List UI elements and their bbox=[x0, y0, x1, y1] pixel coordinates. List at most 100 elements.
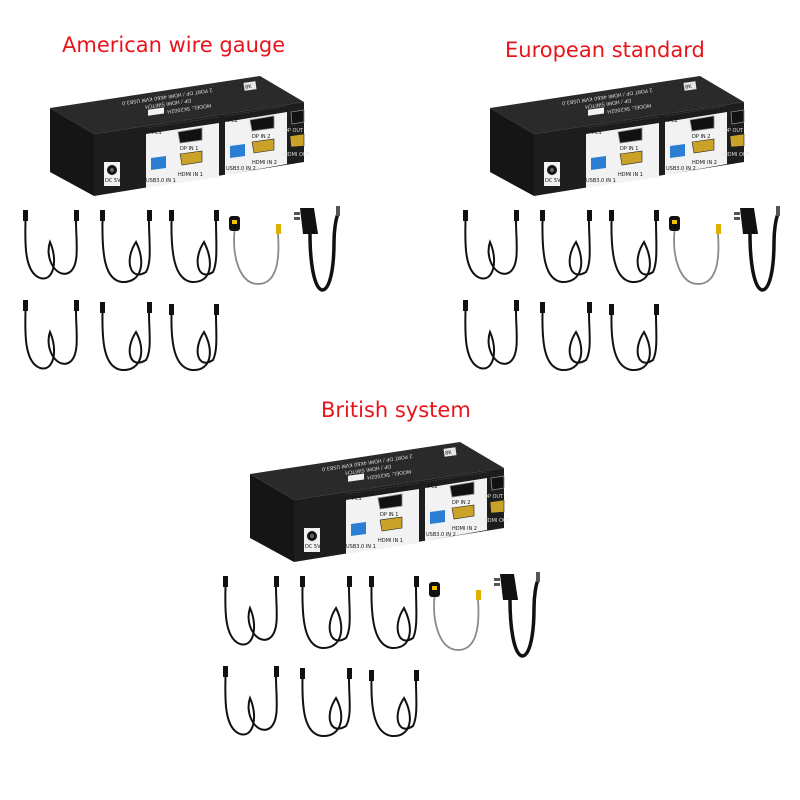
wired-remote-icon bbox=[229, 216, 281, 285]
8k-badge-text: 8K bbox=[245, 84, 253, 91]
hdmi-in-1-label: HDMI IN 1 bbox=[378, 538, 403, 544]
8k-badge-text: 8K bbox=[445, 450, 453, 457]
hdmi-in-2-port: HDMI IN 2 bbox=[251, 138, 277, 166]
device-top-face bbox=[250, 442, 504, 500]
hdmi-cable-icon bbox=[300, 576, 352, 650]
usb-in-2-port: USB3.0 IN 2 bbox=[426, 510, 456, 538]
8k-badge-icon bbox=[443, 447, 457, 457]
hdmi-cable-icon bbox=[540, 302, 592, 372]
pc2-label: PC2 bbox=[428, 484, 438, 490]
dp-out-label: DP OUT bbox=[724, 128, 744, 134]
usb-in-2-label: USB3.0 IN 2 bbox=[666, 166, 696, 172]
dp-in-2-port: DP IN 2 bbox=[689, 115, 715, 140]
dc-5v-port: DC 5V bbox=[544, 162, 561, 186]
usb-in-1-label: USB3.0 IN 1 bbox=[146, 178, 176, 184]
8k-badge-icon bbox=[243, 81, 257, 91]
dp-in-1-port: DP IN 1 bbox=[377, 493, 403, 518]
kit-british-system: DP / HDMI SWITCH 2 PORT DP / HDMI 4K60 K… bbox=[218, 442, 548, 738]
hdmi-out-port: HDMI OUT bbox=[284, 133, 311, 158]
hdmi-in-2-label: HDMI IN 2 bbox=[252, 160, 277, 166]
hdmi-cable-icon bbox=[369, 670, 419, 738]
dp-out-port: DP OUT bbox=[484, 475, 505, 500]
heading-american-wire-gauge: American wire gauge bbox=[62, 33, 286, 57]
usb-in-2-port: USB3.0 IN 2 bbox=[666, 144, 696, 172]
dc-5v-label: DC 5V bbox=[105, 178, 121, 184]
pc2-label: PC2 bbox=[668, 118, 678, 124]
pc1-label: PC1 bbox=[152, 130, 162, 136]
kvm-switch-device: DP / HDMI SWITCH 2 PORT DP / HDMI 4K60 K… bbox=[250, 442, 511, 562]
usb-cable-icon bbox=[463, 210, 519, 280]
dp-in-1-port: DP IN 1 bbox=[177, 127, 203, 152]
hdmi-in-2-port: HDMI IN 2 bbox=[691, 138, 717, 166]
kvm-kit-illustration: DP / HDMI SWITCH 2 PORT DP / HDMI 4K60 K… bbox=[23, 76, 340, 372]
8k-badge-text: 8K bbox=[685, 84, 693, 91]
hdmi-in-1-port: HDMI IN 1 bbox=[178, 150, 203, 178]
power-adapter-icon bbox=[494, 572, 540, 658]
hdmi-in-1-port: HDMI IN 1 bbox=[618, 150, 643, 178]
hdmi-cable-icon bbox=[169, 210, 219, 284]
dp-in-2-label: DP IN 2 bbox=[452, 500, 470, 506]
usb-cable-icon bbox=[23, 300, 79, 370]
dp-out-port: DP OUT bbox=[284, 109, 305, 134]
dp-out-label: DP OUT bbox=[284, 128, 304, 134]
usb-in-1-label: USB3.0 IN 1 bbox=[586, 178, 616, 184]
hdmi-cable-icon bbox=[609, 210, 659, 284]
usb-in-1-port: USB3.0 IN 1 bbox=[586, 156, 616, 184]
dc-5v-port: DC 5V bbox=[304, 528, 321, 552]
device-top-face bbox=[490, 76, 744, 134]
dp-in-2-port: DP IN 2 bbox=[449, 481, 475, 506]
hdmi-cable-icon bbox=[169, 304, 219, 372]
hdmi-out-label: HDMI OUT bbox=[484, 518, 511, 524]
dc-5v-label: DC 5V bbox=[305, 544, 321, 550]
dc-5v-port: DC 5V bbox=[104, 162, 121, 186]
usb-in-2-label: USB3.0 IN 2 bbox=[426, 532, 456, 538]
dp-in-1-label: DP IN 1 bbox=[180, 146, 198, 152]
dp-in-1-label: DP IN 1 bbox=[620, 146, 638, 152]
device-top-face bbox=[50, 76, 304, 134]
wired-remote-icon bbox=[669, 216, 721, 285]
device-end-face bbox=[250, 474, 294, 562]
pc1-label: PC1 bbox=[352, 496, 362, 502]
hdmi-in-2-label: HDMI IN 2 bbox=[452, 526, 477, 532]
usb-cable-icon bbox=[223, 576, 279, 646]
kit-european-standard: DP / HDMI SWITCH 2 PORT DP / HDMI 4K60 K… bbox=[458, 76, 788, 372]
power-adapter-icon bbox=[294, 206, 340, 292]
usb-cable-icon bbox=[23, 210, 79, 280]
hdmi-cable-icon bbox=[100, 302, 152, 372]
hdmi-in-1-port: HDMI IN 1 bbox=[378, 516, 403, 544]
8k-badge-icon bbox=[683, 81, 697, 91]
kit-american-wire-gauge: DP / HDMI SWITCH 2 PORT DP / HDMI 4K60 K… bbox=[18, 76, 348, 372]
heading-european-standard: European standard bbox=[505, 38, 705, 62]
device-end-face bbox=[490, 108, 534, 196]
pc1-label: PC1 bbox=[592, 130, 602, 136]
dp-in-2-label: DP IN 2 bbox=[252, 134, 270, 140]
dp-in-1-port: DP IN 1 bbox=[617, 127, 643, 152]
usb-in-2-port: USB3.0 IN 2 bbox=[226, 144, 256, 172]
usb-in-1-label: USB3.0 IN 1 bbox=[346, 544, 376, 550]
dp-out-label: DP OUT bbox=[484, 494, 504, 500]
hdmi-cable-icon bbox=[609, 304, 659, 372]
pc2-label: PC2 bbox=[228, 118, 238, 124]
dp-in-2-label: DP IN 2 bbox=[692, 134, 710, 140]
hdmi-out-label: HDMI OUT bbox=[284, 152, 311, 158]
hdmi-in-1-label: HDMI IN 1 bbox=[618, 172, 643, 178]
usb-in-1-port: USB3.0 IN 1 bbox=[146, 156, 176, 184]
wired-remote-icon bbox=[429, 582, 481, 651]
hdmi-in-1-label: HDMI IN 1 bbox=[178, 172, 203, 178]
usb-in-1-port: USB3.0 IN 1 bbox=[346, 522, 376, 550]
dp-out-port: DP OUT bbox=[724, 109, 745, 134]
kvm-switch-device: DP / HDMI SWITCH 2 PORT DP / HDMI 4K60 K… bbox=[50, 76, 311, 196]
hdmi-in-2-label: HDMI IN 2 bbox=[692, 160, 717, 166]
hdmi-cable-icon bbox=[540, 210, 592, 284]
hdmi-cable-icon bbox=[100, 210, 152, 284]
hdmi-out-label: HDMI OUT bbox=[724, 152, 751, 158]
kvm-switch-device: DP / HDMI SWITCH 2 PORT DP / HDMI 4K60 K… bbox=[490, 76, 751, 196]
hdmi-in-2-port: HDMI IN 2 bbox=[451, 504, 477, 532]
hdmi-cable-icon bbox=[300, 668, 352, 738]
usb-cable-icon bbox=[223, 666, 279, 736]
dc-5v-label: DC 5V bbox=[545, 178, 561, 184]
kvm-kit-illustration: DP / HDMI SWITCH 2 PORT DP / HDMI 4K60 K… bbox=[463, 76, 780, 372]
dp-in-2-port: DP IN 2 bbox=[249, 115, 275, 140]
kvm-kit-illustration: DP / HDMI SWITCH 2 PORT DP / HDMI 4K60 K… bbox=[223, 442, 540, 738]
hdmi-out-port: HDMI OUT bbox=[484, 499, 511, 524]
